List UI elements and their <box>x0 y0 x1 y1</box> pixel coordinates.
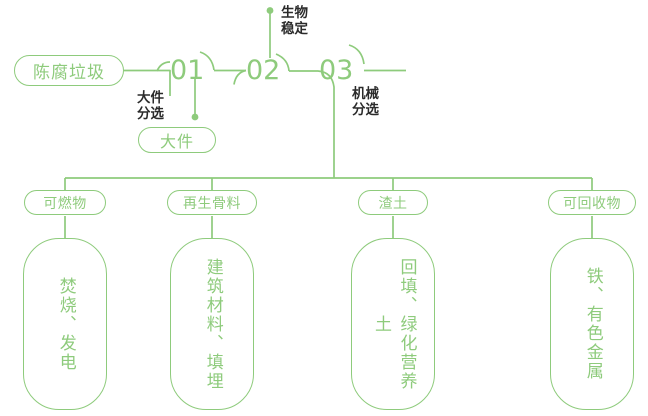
stage-number-03[interactable]: 03 <box>319 55 354 86</box>
category-pill-slag-soil[interactable]: 渣土 <box>358 190 428 215</box>
destination-box-slag-soil[interactable]: 回填、绿化营养土 <box>351 238 435 410</box>
category-pill-recycled-aggregate[interactable]: 再生骨料 <box>167 190 257 215</box>
category-pill-recyclables[interactable]: 可回收物 <box>548 190 636 215</box>
destination-text-recyclables: 铁、有色金属 <box>582 267 603 381</box>
destination-box-combustible[interactable]: 焚烧、发电 <box>23 238 107 410</box>
stage-annotation-03: 机械 分选 <box>352 86 379 119</box>
arc-01-left <box>156 61 171 72</box>
destination-box-recyclables[interactable]: 铁、有色金属 <box>550 238 634 410</box>
arc-02-right <box>275 53 290 72</box>
arc-03-right <box>348 44 365 65</box>
link-source-to-01 <box>124 69 171 96</box>
arc-02-left <box>233 69 247 85</box>
stage-number-01[interactable]: 01 <box>170 55 205 86</box>
arc-03-left <box>317 70 335 178</box>
dot-bio <box>266 7 274 14</box>
output-node-bulky[interactable]: 大件 <box>138 127 216 153</box>
arc-01-right <box>199 51 215 71</box>
stage-number-02[interactable]: 02 <box>246 55 281 86</box>
destination-text-recycled-aggregate: 建筑材料、填埋 <box>202 257 223 391</box>
destination-text-slag-soil: 回填、绿化营养土 <box>371 257 417 391</box>
stage-annotation-02: 生物 稳定 <box>281 5 308 38</box>
source-node-stale-waste[interactable]: 陈腐垃圾 <box>14 55 124 86</box>
destination-box-recycled-aggregate[interactable]: 建筑材料、填埋 <box>170 238 254 410</box>
category-pill-combustible[interactable]: 可燃物 <box>24 190 106 215</box>
dot-bulky <box>191 113 199 121</box>
destination-text-combustible: 焚烧、发电 <box>55 276 76 372</box>
stage-annotation-01: 大件 分选 <box>137 90 164 123</box>
